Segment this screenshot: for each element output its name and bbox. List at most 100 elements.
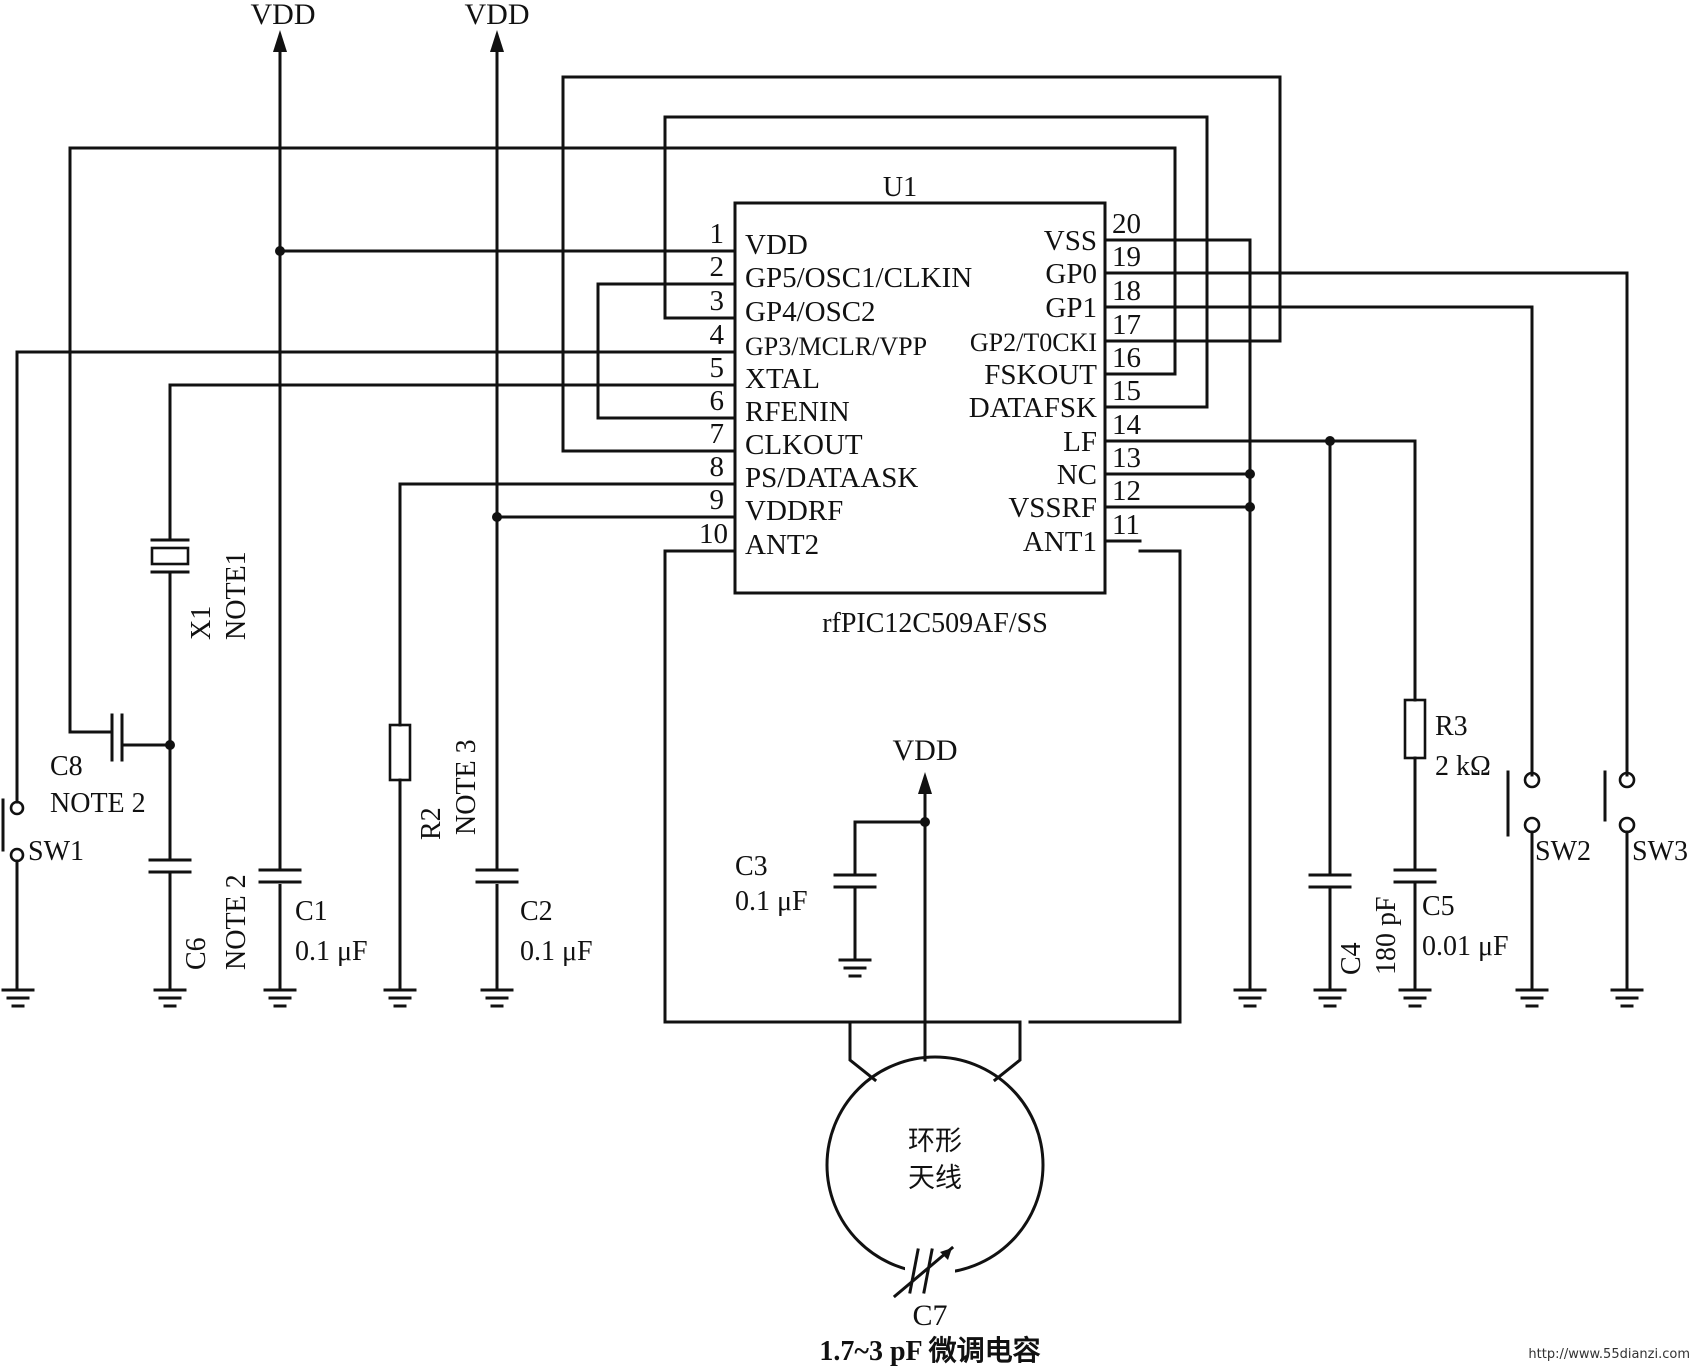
antenna-label-2: 天线 <box>908 1163 962 1194</box>
left-pins: 1 VDD 2 GP5/OSC1/CLKIN 3 GP4/OSC2 4 GP3/… <box>699 218 972 561</box>
capacitor-c8: C8 NOTE 2 <box>50 713 172 819</box>
capacitor-c5: C5 0.01 μF <box>1393 868 1509 992</box>
pin-name: GP1 <box>1045 292 1097 324</box>
pin-num: 3 <box>710 285 725 317</box>
crystal-x1: X1 NOTE1 <box>150 538 252 862</box>
pin-num: 8 <box>710 451 725 483</box>
c6-note: NOTE 2 <box>221 874 252 970</box>
c7-ref: C7 <box>912 1299 947 1332</box>
pin-num: 10 <box>699 518 728 550</box>
pin-name: VDD <box>745 229 808 261</box>
pin-num: 6 <box>710 385 725 417</box>
pin-num: 14 <box>1112 409 1142 441</box>
chip-part: rfPIC12C509AF/SS <box>822 608 1048 639</box>
vdd-label: VDD <box>465 0 530 31</box>
pin-name: ANT2 <box>745 529 819 561</box>
junction-dot <box>1245 469 1255 479</box>
pin-num: 18 <box>1112 275 1141 307</box>
c7-value: 1.7~3 pF 微调电容 <box>819 1334 1040 1367</box>
x1-note: NOTE1 <box>221 551 252 640</box>
pin-name: NC <box>1057 459 1097 491</box>
pin-name: ANT1 <box>1023 526 1097 558</box>
pin-name: VSSRF <box>1008 492 1097 524</box>
vdd-label: VDD <box>893 734 958 767</box>
c4-value: 180 pF <box>1371 896 1402 975</box>
pin-num: 19 <box>1112 241 1141 273</box>
c5-value: 0.01 μF <box>1422 931 1509 962</box>
pin-num: 13 <box>1112 442 1141 474</box>
x1-ref: X1 <box>186 606 217 640</box>
chip-body <box>733 201 1107 595</box>
left-pin-stubs <box>698 249 737 553</box>
c3-value: 0.1 μF <box>735 886 808 917</box>
c1-ref: C1 <box>295 896 328 927</box>
c4-ref: C4 <box>1336 942 1367 975</box>
vdd-rail-1: VDD <box>251 0 702 992</box>
pin-num: 12 <box>1112 475 1141 507</box>
capacitor-c2: C2 0.1 μF <box>475 868 593 967</box>
pin-name: CLKOUT <box>745 429 863 461</box>
pin-name: VSS <box>1044 225 1097 257</box>
capacitor-c1: C1 0.1 μF <box>258 868 368 967</box>
junction-dot <box>1245 502 1255 512</box>
c6-ref: C6 <box>181 937 212 970</box>
pin-num: 11 <box>1112 509 1140 541</box>
pin-name: GP2/T0CKI <box>970 328 1097 357</box>
c2-ref: C2 <box>520 896 553 927</box>
right-pins: 20 VSS 19 GP0 18 GP1 17 GP2/T0CKI 16 FSK… <box>969 208 1142 558</box>
pin-num: 16 <box>1112 342 1141 374</box>
chip-ref: U1 <box>883 172 917 203</box>
pin-num: 2 <box>710 251 725 283</box>
pin-name: GP5/OSC1/CLKIN <box>745 262 972 294</box>
c1-value: 0.1 μF <box>295 936 368 967</box>
pin-num: 5 <box>710 352 725 384</box>
switch-sw3: SW3 <box>1603 770 1688 992</box>
capacitor-c4: C4 180 pF <box>1308 873 1402 992</box>
switch-sw1: SW1 <box>1 798 84 992</box>
antenna-label-1: 环形 <box>908 1126 962 1157</box>
c8-ref: C8 <box>50 751 83 782</box>
pin-num: 17 <box>1112 309 1141 341</box>
pin-num: 20 <box>1112 208 1141 240</box>
right-pin-stubs <box>1103 238 1142 543</box>
resistor-r3: R3 2 kΩ <box>1403 698 1491 872</box>
sw2-ref: SW2 <box>1535 836 1591 867</box>
pin-name: GP4/OSC2 <box>745 296 876 328</box>
pin-num: 1 <box>710 218 725 250</box>
pin-name: RFENIN <box>745 396 850 428</box>
resistor-r2: R2 NOTE 3 <box>388 723 482 992</box>
pin-name: XTAL <box>745 363 820 395</box>
pin-name: VDDRF <box>745 495 843 527</box>
junction-dot <box>1325 436 1335 446</box>
c5-ref: C5 <box>1422 891 1455 922</box>
pin-name: GP3/MCLR/VPP <box>745 332 927 361</box>
pin-name: LF <box>1063 426 1097 458</box>
capacitor-c6: C6 NOTE 2 <box>148 858 252 992</box>
vdd-rail-2: VDD <box>465 0 702 992</box>
r3-value: 2 kΩ <box>1435 751 1491 782</box>
pin-num: 15 <box>1112 375 1141 407</box>
switch-sw2: SW2 <box>1506 770 1591 992</box>
pin-name: DATAFSK <box>969 392 1097 424</box>
watermark: http://www.55dianzi.com <box>1528 1347 1690 1362</box>
c3-ref: C3 <box>735 851 768 882</box>
pin-name: PS/DATAASK <box>745 462 918 494</box>
capacitor-c3: C3 0.1 μF <box>735 851 877 962</box>
r3-ref: R3 <box>1435 711 1468 742</box>
pin-name: FSKOUT <box>984 359 1097 391</box>
trimmer-c7: C7 1.7~3 pF 微调电容 <box>819 1245 1041 1367</box>
pin-num: 7 <box>710 418 725 450</box>
pin-num: 4 <box>710 319 725 351</box>
pin-num: 9 <box>710 484 725 516</box>
loop-antenna: 环形 天线 <box>825 1055 1045 1275</box>
c2-value: 0.1 μF <box>520 936 593 967</box>
sw1-ref: SW1 <box>28 836 84 867</box>
sw3-ref: SW3 <box>1632 836 1688 867</box>
vdd-center: VDD <box>853 734 958 1062</box>
vdd-label: VDD <box>251 0 316 31</box>
c8-note: NOTE 2 <box>50 788 146 819</box>
r2-note: NOTE 3 <box>451 739 482 835</box>
r2-ref: R2 <box>416 807 447 840</box>
pin-name: GP0 <box>1045 258 1097 290</box>
